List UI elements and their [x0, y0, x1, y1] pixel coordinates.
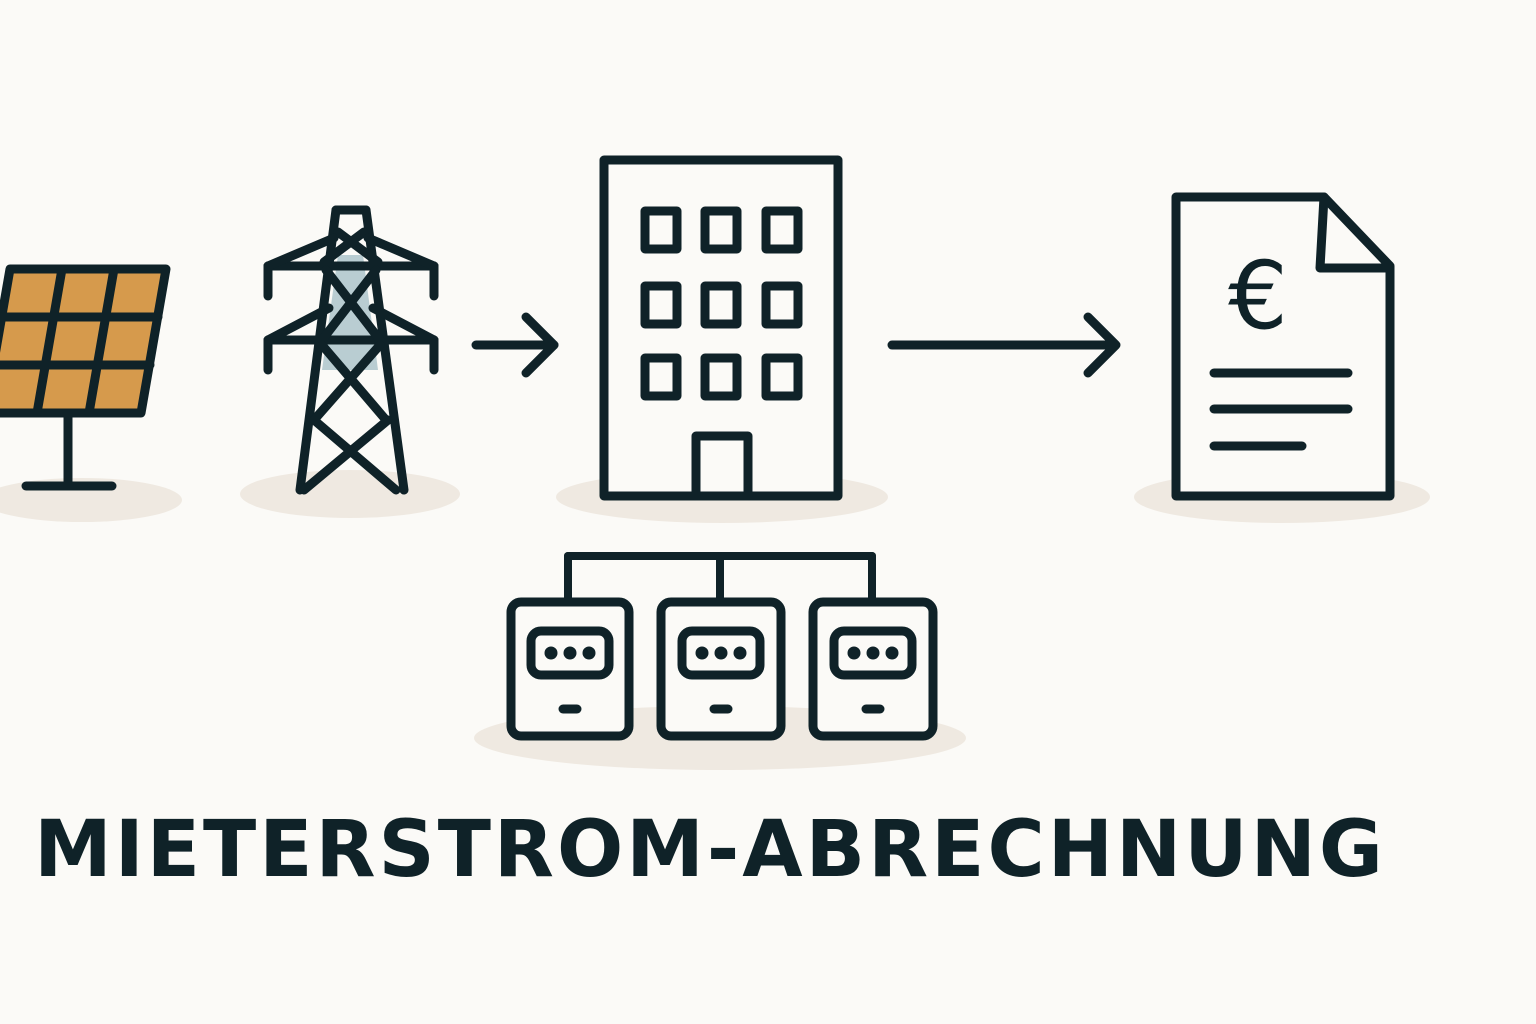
building-window: [761, 353, 803, 401]
diagram-title: MIETERSTROM-ABRECHNUNG: [34, 805, 1386, 895]
building-window: [761, 206, 803, 254]
building-window: [640, 281, 682, 329]
meter-connectors: [564, 552, 876, 606]
building-door: [691, 431, 753, 501]
electricity-meter-icon: [808, 597, 938, 741]
electricity-meter-icon: [506, 597, 634, 741]
power-tower-icon: [263, 205, 439, 495]
building-window: [700, 206, 742, 254]
tower-shadow: [240, 470, 460, 518]
building-window: [761, 281, 803, 329]
arrow-building-to-invoice: [887, 312, 1121, 378]
building-window: [700, 353, 742, 401]
apartment-building-icon: [599, 155, 843, 501]
arrow-tower-to-building: [471, 312, 559, 378]
euro-invoice-icon: [1171, 192, 1395, 501]
building-window: [640, 206, 682, 254]
euro-symbol: €: [1228, 242, 1288, 351]
building-window: [700, 281, 742, 329]
electricity-meter-icon: [656, 597, 786, 741]
building-window: [640, 353, 682, 401]
solar-panel-icon: [0, 264, 171, 491]
